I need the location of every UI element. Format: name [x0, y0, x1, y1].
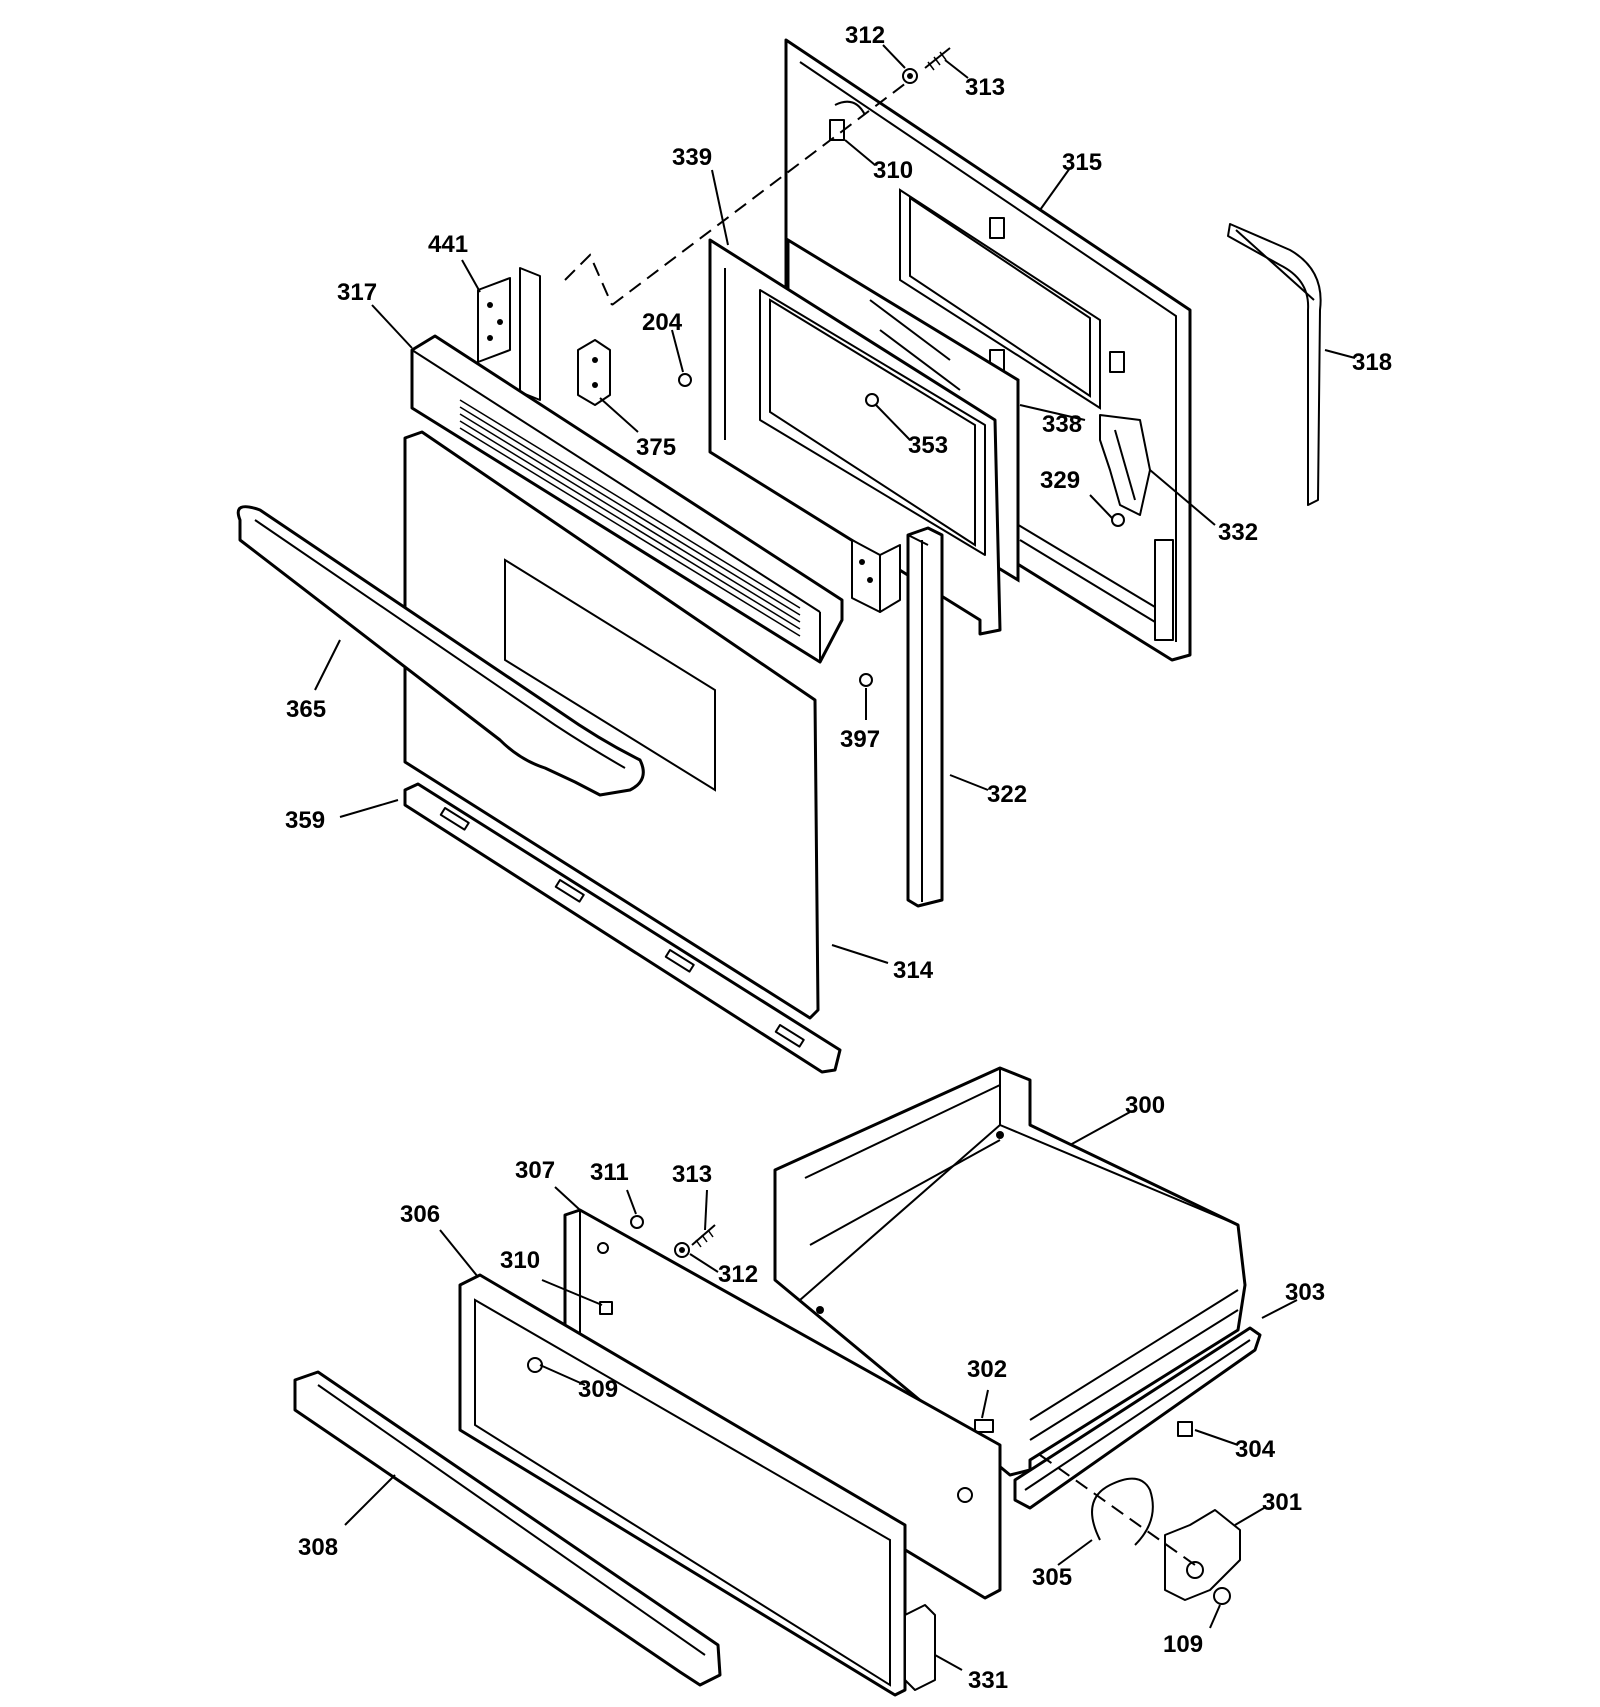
fastener-313-screw-lower — [691, 1224, 716, 1248]
fastener-312-washer — [902, 68, 918, 84]
callout-312: 312 — [845, 22, 885, 49]
part-308-drawer-trim — [293, 1370, 722, 1687]
part-303-drawer-slide — [1013, 1326, 1262, 1510]
callout-338: 338 — [1042, 411, 1082, 438]
callout-315: 315 — [1062, 149, 1102, 176]
callout-310-lower: 310 — [500, 1247, 540, 1274]
callout-109: 109 — [1163, 1631, 1203, 1658]
callout-309: 309 — [578, 1376, 618, 1403]
callout-305: 305 — [1032, 1564, 1072, 1591]
part-318-door-side-trim — [1227, 223, 1322, 506]
callout-322: 322 — [987, 781, 1027, 808]
fastener-353-screw — [865, 393, 879, 407]
callout-303: 303 — [1285, 1279, 1325, 1306]
callout-339: 339 — [672, 144, 712, 171]
part-359-door-bottom-trim — [403, 782, 842, 1074]
part-304-slide-clip — [1177, 1421, 1193, 1437]
callout-311: 311 — [590, 1159, 629, 1186]
fastener-302-stud — [974, 1419, 994, 1433]
callout-331: 331 — [968, 1667, 1008, 1694]
part-332-hinge-bracket — [1099, 414, 1151, 516]
part-365-door-handle — [236, 505, 645, 797]
fastener-311-nut — [630, 1215, 644, 1229]
callout-302: 302 — [967, 1356, 1007, 1383]
leader-lines — [314, 44, 1356, 1671]
assembly-line-upper — [611, 79, 911, 306]
fastener-312-washer-lower — [674, 1242, 690, 1258]
vent-slots — [459, 399, 801, 637]
part-side-rail-hinge-bracket — [851, 539, 901, 613]
callout-317: 317 — [337, 279, 377, 306]
fastener-397-screw — [859, 673, 873, 687]
callout-307: 307 — [515, 1157, 555, 1184]
callout-313-lower: 313 — [672, 1161, 712, 1188]
callout-365: 365 — [286, 696, 326, 723]
assembly-line-lower — [1039, 1454, 1196, 1566]
callout-359: 359 — [285, 807, 325, 834]
callout-397: 397 — [840, 726, 880, 753]
callout-labels: 312 313 310 339 315 441 317 204 318 375 … — [285, 22, 1392, 1694]
callout-301: 301 — [1262, 1489, 1302, 1516]
callout-375: 375 — [636, 434, 676, 461]
part-301-drawer-bracket — [1164, 1509, 1241, 1601]
fastener-204-screw — [678, 373, 692, 387]
callout-310: 310 — [873, 157, 913, 184]
callout-312-lower: 312 — [718, 1261, 758, 1288]
callout-204: 204 — [642, 309, 683, 336]
callout-300: 300 — [1125, 1092, 1165, 1119]
assembly-line-upper-b — [564, 253, 613, 306]
callout-353: 353 — [908, 432, 948, 459]
part-331-drawer-bracket — [904, 1604, 936, 1691]
part-306-drawer-front-panel — [458, 1273, 973, 1697]
callout-329: 329 — [1040, 467, 1080, 494]
callout-318: 318 — [1352, 349, 1392, 376]
part-441-vent-bracket — [477, 267, 541, 401]
callout-332: 332 — [1218, 519, 1258, 546]
fastener-313-screw — [924, 47, 951, 71]
callout-313: 313 — [965, 74, 1005, 101]
fastener-109-nut — [1213, 1587, 1231, 1605]
part-317-vent-trim — [410, 334, 844, 664]
part-305-wire-spring — [1091, 1477, 1154, 1546]
callout-314: 314 — [893, 957, 934, 984]
callout-304: 304 — [1235, 1436, 1276, 1463]
callout-306: 306 — [400, 1201, 440, 1228]
part-322-door-side-rail — [906, 526, 944, 908]
callout-308: 308 — [298, 1534, 338, 1561]
part-314-outer-door-panel — [403, 430, 820, 1020]
part-375-mounting-bracket — [577, 339, 611, 406]
callout-441: 441 — [428, 231, 468, 258]
fastener-329-screw — [1111, 513, 1125, 527]
fastener-310-clip-lower — [599, 1301, 613, 1315]
